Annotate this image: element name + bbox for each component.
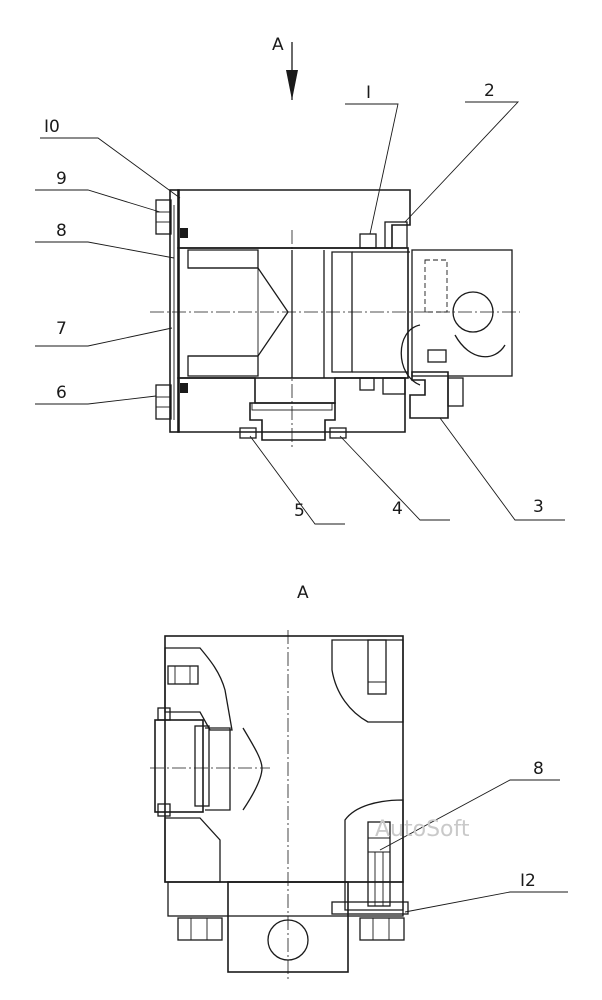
callout-2: 2 [404,81,520,223]
svg-text:7: 7 [56,319,67,339]
watermark: AutoSoft [375,817,470,842]
nut-bottom-right [359,917,405,941]
svg-text:9: 9 [56,169,67,189]
svg-text:3: 3 [533,497,544,517]
svg-text:2: 2 [484,81,495,101]
port-bushing-item-5 [249,402,336,441]
housing-upper [177,189,411,249]
callout-6: 6 [35,383,157,405]
svg-text:4: 4 [392,499,403,519]
body-outline [164,635,404,883]
callout-8: 8 [35,221,175,259]
callout-7: 7 [35,319,173,347]
plug-bushing-upper [187,249,259,269]
bolt-top-left [167,665,199,685]
seal-lower-outer [382,377,406,395]
view-a-title: A [297,583,309,603]
end-cover-plate [169,189,180,433]
bolt-top-right [367,639,387,695]
svg-text:I0: I0 [44,117,60,137]
svg-text:5: 5 [294,501,305,521]
callout-8-lower: 8 [379,759,560,851]
svg-text:8: 8 [533,759,544,779]
seal-lower-inner [359,377,375,391]
washer-item-12 [331,901,409,915]
bolt-lower-left [155,384,172,420]
view-arrow-a: A [272,35,298,100]
callout-3: 3 [439,417,565,521]
central-bore [177,247,409,379]
section-view-upper: A [35,35,565,525]
callout-5: 5 [249,435,345,525]
side-port-cover [150,707,270,817]
bolt-upper-left [155,199,172,235]
housing-lower [177,377,406,433]
boss-top-right [331,639,404,723]
boss-bottom-right [344,799,404,911]
bolt-item-8 [367,821,391,907]
drive-shaft-end [267,919,309,961]
svg-text:6: 6 [56,383,67,403]
view-a-lower: A [150,583,568,980]
drive-housing [227,881,349,973]
callout-12: I2 [404,871,568,913]
boss-top-left [164,647,233,731]
svg-text:I2: I2 [520,871,536,891]
boss-bottom-left [164,817,221,883]
callout-10: I0 [40,117,181,199]
callout-4: 4 [339,435,450,521]
seal-item-1 [359,233,377,249]
bracket-item-3 [409,371,449,419]
drive-coupling [400,249,513,386]
view-arrow-label: A [272,35,284,55]
seal-item-4-left [239,427,257,439]
svg-text:I: I [366,83,371,103]
nut-bottom-left [177,917,223,941]
seal-ring-upper [180,228,188,238]
callout-9: 9 [35,169,161,213]
seal-ring-lower [180,383,188,393]
plug-bushing-lower [187,355,259,377]
seal-item-4-right [329,427,347,439]
seal-item-2 [384,221,408,249]
callout-1: I [345,83,399,235]
svg-text:8: 8 [56,221,67,241]
